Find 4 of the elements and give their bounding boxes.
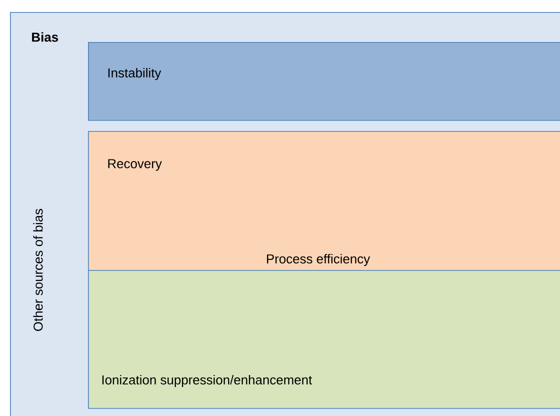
band: Instability bbox=[88, 42, 560, 121]
band-label: Process efficiency bbox=[267, 254, 370, 266]
rotated-label: Other sources of bias bbox=[33, 208, 43, 331]
band: Ionization suppression/enhancement bbox=[88, 270, 560, 409]
